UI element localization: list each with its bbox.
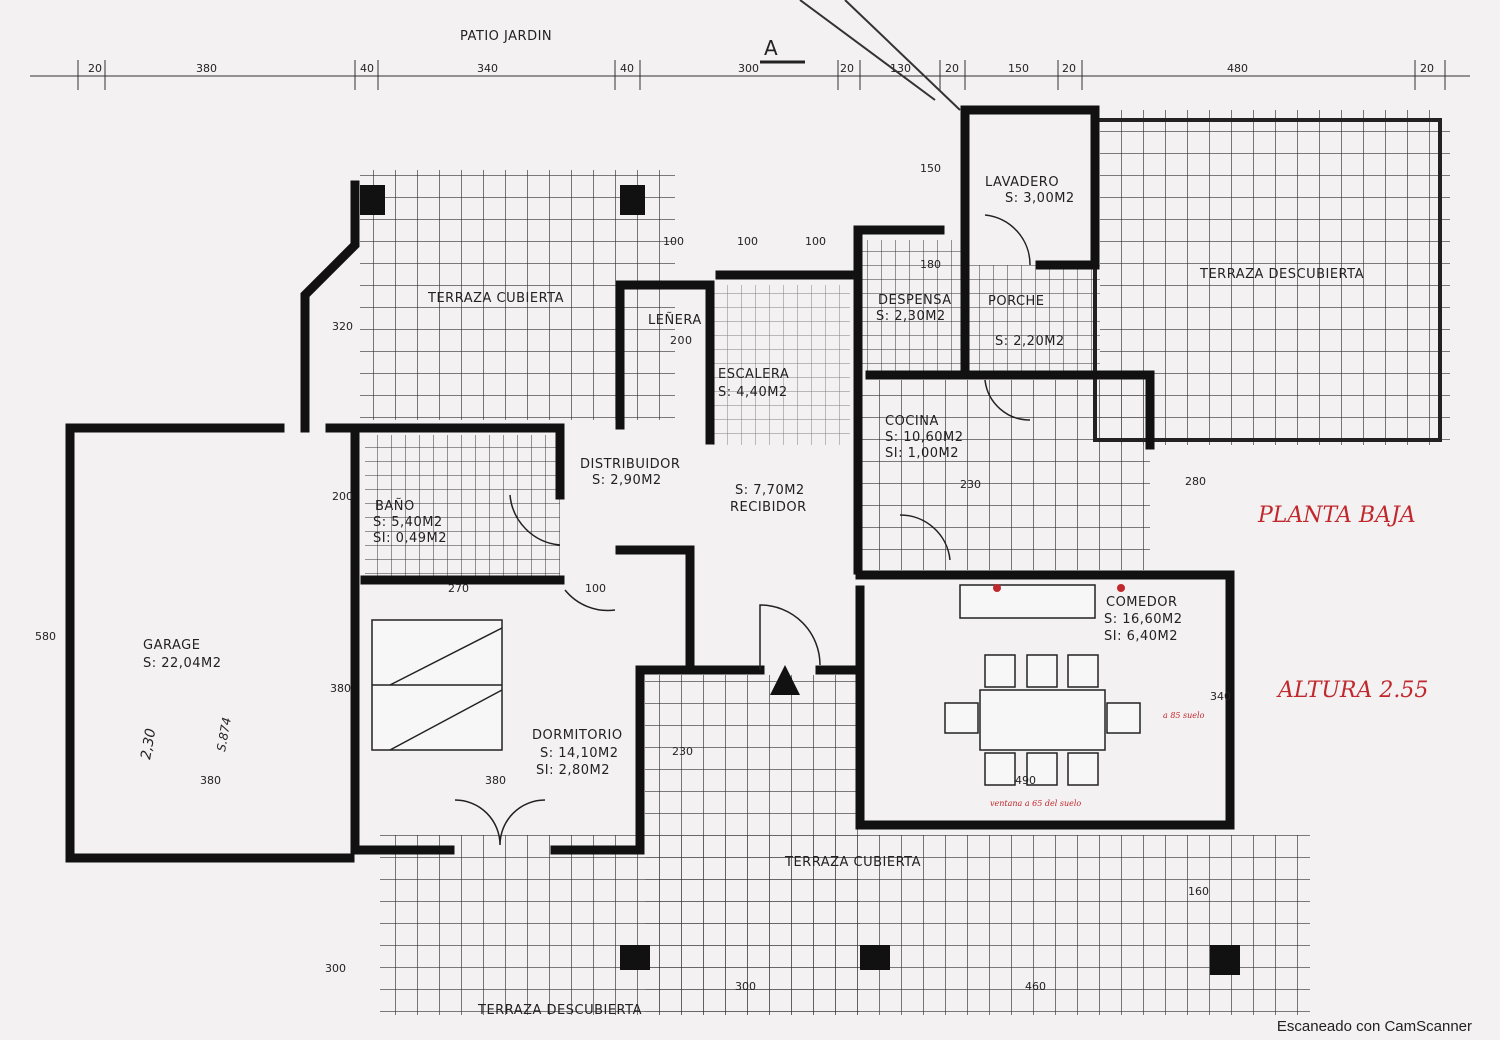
bano-label: BAÑO [375,498,415,514]
despensa-area: S: 2,30M2 [876,309,946,324]
comedor-area: S: 16,60M2 [1104,612,1182,627]
cocina-tiles [860,380,1150,570]
dim-300-b: 300 [735,980,756,993]
dim-230-b: 230 [960,478,981,491]
dim-320: 320 [332,320,353,333]
dim-100-c: 100 [805,235,826,248]
comedor-label: COMEDOR [1106,595,1178,610]
handwritten-planta-baja: PLANTA BAJA [1257,503,1416,528]
stair-steps [710,285,850,445]
columns [360,185,1240,975]
dormitorio-area-si: SI: 2,80M2 [536,763,610,778]
bano-area: S: 5,40M2 [373,515,443,530]
recibidor-label: RECIBIDOR [730,500,807,515]
dim-top-6: 20 [840,62,854,75]
dim-160: 160 [1188,885,1209,898]
dim-230: 230 [672,745,693,758]
terraza-bottom-tiles [380,835,1310,1015]
dim-580: 580 [35,630,56,643]
terraza-cubierta-top-label: TERRAZA CUBIERTA [427,291,564,306]
cocina-area: S: 10,60M2 [885,430,963,445]
cocina-label: COCINA [885,414,939,429]
lenera-dim: 200 [670,334,693,347]
dim-270: 270 [448,582,469,595]
dim-top-0: 20 [88,62,102,75]
dim-340: 340 [1210,690,1231,703]
furniture [371,584,1141,786]
inner-dimensions: 320 200 580 380 270 100 380 380 230 490 … [35,162,1231,993]
terraza-descubierta-right-label: TERRAZA DESCUBIERTA [1199,267,1364,282]
cocina-area-si: SI: 1,00M2 [885,446,959,461]
walls [65,105,1235,863]
dim-top-5: 300 [738,62,759,75]
dim-top-10: 20 [1062,62,1076,75]
dim-380-a: 380 [330,682,351,695]
dim-top-8: 20 [945,62,959,75]
handwritten-altura: ALTURA 2.55 [1276,678,1428,703]
dim-300-a: 300 [325,962,346,975]
dim-380-c: 380 [485,774,506,787]
terraza-descubierta-right-tiles [1100,110,1450,445]
footer: Escaneado con CamScanner [0,1018,1500,1060]
dormitorio-label: DORMITORIO [532,728,623,743]
dormitorio-area: S: 14,10M2 [540,746,618,761]
lavadero-label: LAVADERO [985,175,1059,190]
garage-label: GARAGE [143,638,200,653]
dim-100: 100 [585,582,606,595]
porche-area: S: 2,20M2 [995,334,1065,349]
comedor-area-si: SI: 6,40M2 [1104,629,1178,644]
handwritten-ventana: ventana a 65 del suelo [990,799,1081,808]
section-mark-a: A [764,36,778,60]
escalera-area: S: 4,40M2 [718,385,788,400]
escalera-label: ESCALERA [718,367,789,382]
lavadero-area: S: 3,00M2 [1005,191,1075,206]
bano-tiles [365,435,560,578]
dim-top-12: 20 [1420,62,1434,75]
dim-top-9: 150 [1008,62,1029,75]
dim-490: 490 [1015,774,1036,787]
terraza-cubierta-bottom-label: TERRAZA CUBIERTA [784,855,921,870]
terraza-descubierta-bottom-label: TERRAZA DESCUBIERTA [477,1003,642,1018]
lenera-label: LEÑERA [648,312,702,328]
camscanner-watermark: Escaneado con CamScanner [1276,1018,1472,1035]
pencil-note-garage: 2,30 [138,727,159,761]
patio-jardin-label: PATIO JARDIN [460,29,552,44]
distribuidor-label: DISTRIBUIDOR [580,457,680,472]
door-swings [454,214,1031,846]
top-dimension-line [30,60,1470,90]
bano-area-si: SI: 0,49M2 [373,531,447,546]
dim-top-3: 340 [477,62,498,75]
dim-100-b: 100 [737,235,758,248]
recibidor-area: S: 7,70M2 [735,483,805,498]
dim-top-1: 380 [196,62,217,75]
dim-200: 200 [332,490,353,503]
porche-label: PORCHE [988,294,1045,309]
dim-150: 150 [920,162,941,175]
top-dimension-values: 20 380 40 340 40 300 20 130 20 150 20 48… [88,62,1434,75]
dim-280: 280 [1185,475,1206,488]
dim-100-a: 100 [663,235,684,248]
dim-460: 460 [1025,980,1046,993]
distribuidor-area: S: 2,90M2 [592,473,662,488]
despensa-label: DESPENSA [878,293,952,308]
dim-top-11: 480 [1227,62,1248,75]
pencil-note-garage-2: S.874 [214,716,234,752]
dim-380-b: 380 [200,774,221,787]
dining-table [979,689,1106,751]
garage-area: S: 22,04M2 [143,656,221,671]
dim-180: 180 [920,258,941,271]
dim-top-2: 40 [360,62,374,75]
dim-top-4: 40 [620,62,634,75]
handwritten-ventana-side: a 85 suelo [1163,711,1205,720]
entrance-arrow-icon [770,665,800,695]
room-labels: TERRAZA CUBIERTA LEÑERA 200 ESCALERA S: … [143,175,1364,1018]
